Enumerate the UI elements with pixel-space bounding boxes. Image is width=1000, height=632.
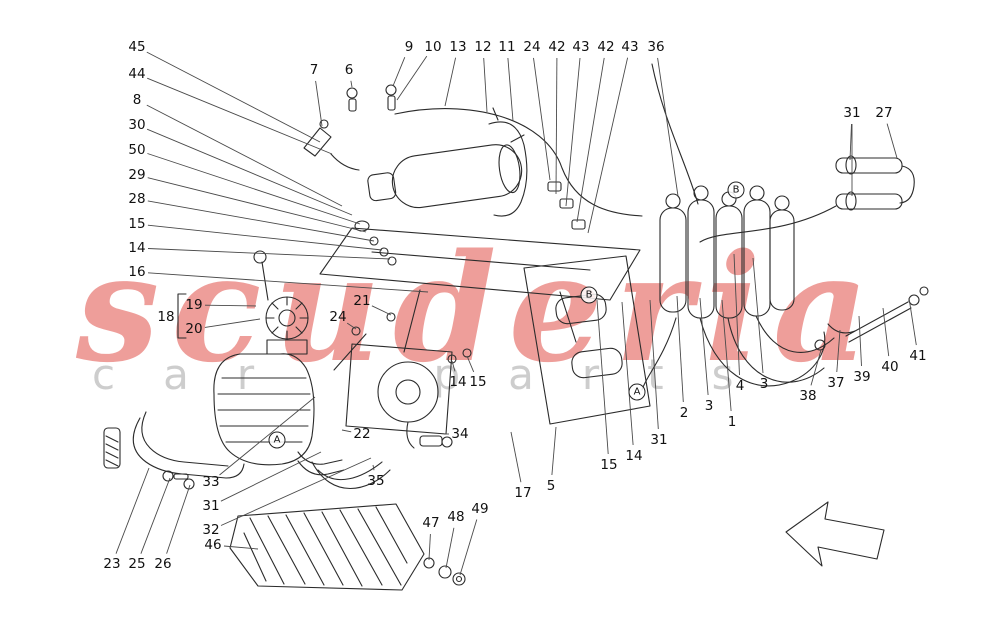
- callout-42-23: 42: [597, 39, 615, 55]
- callout-21-28: 21: [353, 293, 371, 309]
- small-fasteners: [351, 220, 472, 586]
- callout-14-30: 14: [449, 374, 467, 390]
- callout-14-48: 14: [625, 448, 643, 464]
- callout-45-0: 45: [128, 39, 146, 55]
- callout-2-50: 2: [679, 405, 689, 421]
- reservoir-tank: [213, 250, 391, 489]
- reference-marker-A-0: A: [268, 431, 286, 449]
- callout-12-18: 12: [474, 39, 492, 55]
- callout-36-25: 36: [647, 39, 665, 55]
- callout-20-12: 20: [185, 321, 203, 337]
- callout-24-29: 24: [329, 309, 347, 325]
- callout-34-33: 34: [451, 426, 469, 442]
- mounting-hardware: [303, 84, 397, 171]
- reference-marker-B-2: B: [580, 286, 598, 304]
- callout-30-3: 30: [128, 117, 146, 133]
- reference-marker-A-1: A: [628, 383, 646, 401]
- hydraulic-pipes: [394, 63, 699, 230]
- callout-6-14: 6: [344, 62, 354, 78]
- accumulator-cylinder: [367, 107, 528, 217]
- callout-16-9: 16: [128, 264, 146, 280]
- callout-22-32: 22: [353, 426, 371, 442]
- callout-42-21: 42: [548, 39, 566, 55]
- actuator-pump-unit: [641, 185, 835, 391]
- callout-28-6: 28: [128, 191, 146, 207]
- leader-lines: [115, 51, 917, 576]
- callout-49-44: 49: [471, 501, 489, 517]
- callout-18-10: 18: [157, 309, 175, 325]
- callout-5-46: 5: [546, 478, 556, 494]
- callout-33-35: 33: [202, 474, 220, 490]
- callout-31-26: 31: [843, 105, 861, 121]
- callout-4-53: 4: [735, 378, 745, 394]
- slotted-panel: [523, 255, 651, 425]
- callout-9-15: 9: [404, 39, 414, 55]
- callout-39-57: 39: [853, 369, 871, 385]
- support-strap: [103, 411, 245, 490]
- callout-41-59: 41: [909, 348, 927, 364]
- callout-46-38: 46: [204, 537, 222, 553]
- callout-15-31: 15: [469, 374, 487, 390]
- callout-14-8: 14: [128, 240, 146, 256]
- callout-31-36: 31: [202, 498, 220, 514]
- callout-3-51: 3: [704, 398, 714, 414]
- callout-19-11: 19: [185, 297, 203, 313]
- callout-27-27: 27: [875, 105, 893, 121]
- callout-7-13: 7: [309, 62, 319, 78]
- callout-3-54: 3: [759, 376, 769, 392]
- callout-43-22: 43: [572, 39, 590, 55]
- callout-17-45: 17: [514, 485, 532, 501]
- callout-25-40: 25: [128, 556, 146, 572]
- callout-37-56: 37: [827, 375, 845, 391]
- callout-47-42: 47: [422, 515, 440, 531]
- callout-15-7: 15: [128, 216, 146, 232]
- callout-1-52: 1: [727, 414, 737, 430]
- callout-31-49: 31: [650, 432, 668, 448]
- callout-44-1: 44: [128, 66, 146, 82]
- callout-50-4: 50: [128, 142, 146, 158]
- callout-35-34: 35: [367, 473, 385, 489]
- callout-10-16: 10: [424, 39, 442, 55]
- callout-32-37: 32: [202, 522, 220, 538]
- frame-bracket: [177, 227, 641, 353]
- direction-arrow-icon: [785, 501, 885, 567]
- right-pipes: [699, 155, 929, 351]
- callout-48-43: 48: [447, 509, 465, 525]
- callout-43-24: 43: [621, 39, 639, 55]
- callout-40-58: 40: [881, 359, 899, 375]
- callout-38-55: 38: [799, 388, 817, 404]
- callout-26-41: 26: [154, 556, 172, 572]
- callout-23-39: 23: [103, 556, 121, 572]
- callout-8-2: 8: [132, 92, 142, 108]
- steering-pump: [333, 333, 453, 449]
- callout-11-19: 11: [498, 39, 516, 55]
- callout-13-17: 13: [449, 39, 467, 55]
- callout-15-47: 15: [600, 457, 618, 473]
- callout-24-20: 24: [523, 39, 541, 55]
- reference-marker-B-3: B: [727, 181, 745, 199]
- callout-29-5: 29: [128, 167, 146, 183]
- heat-shield: [229, 503, 425, 591]
